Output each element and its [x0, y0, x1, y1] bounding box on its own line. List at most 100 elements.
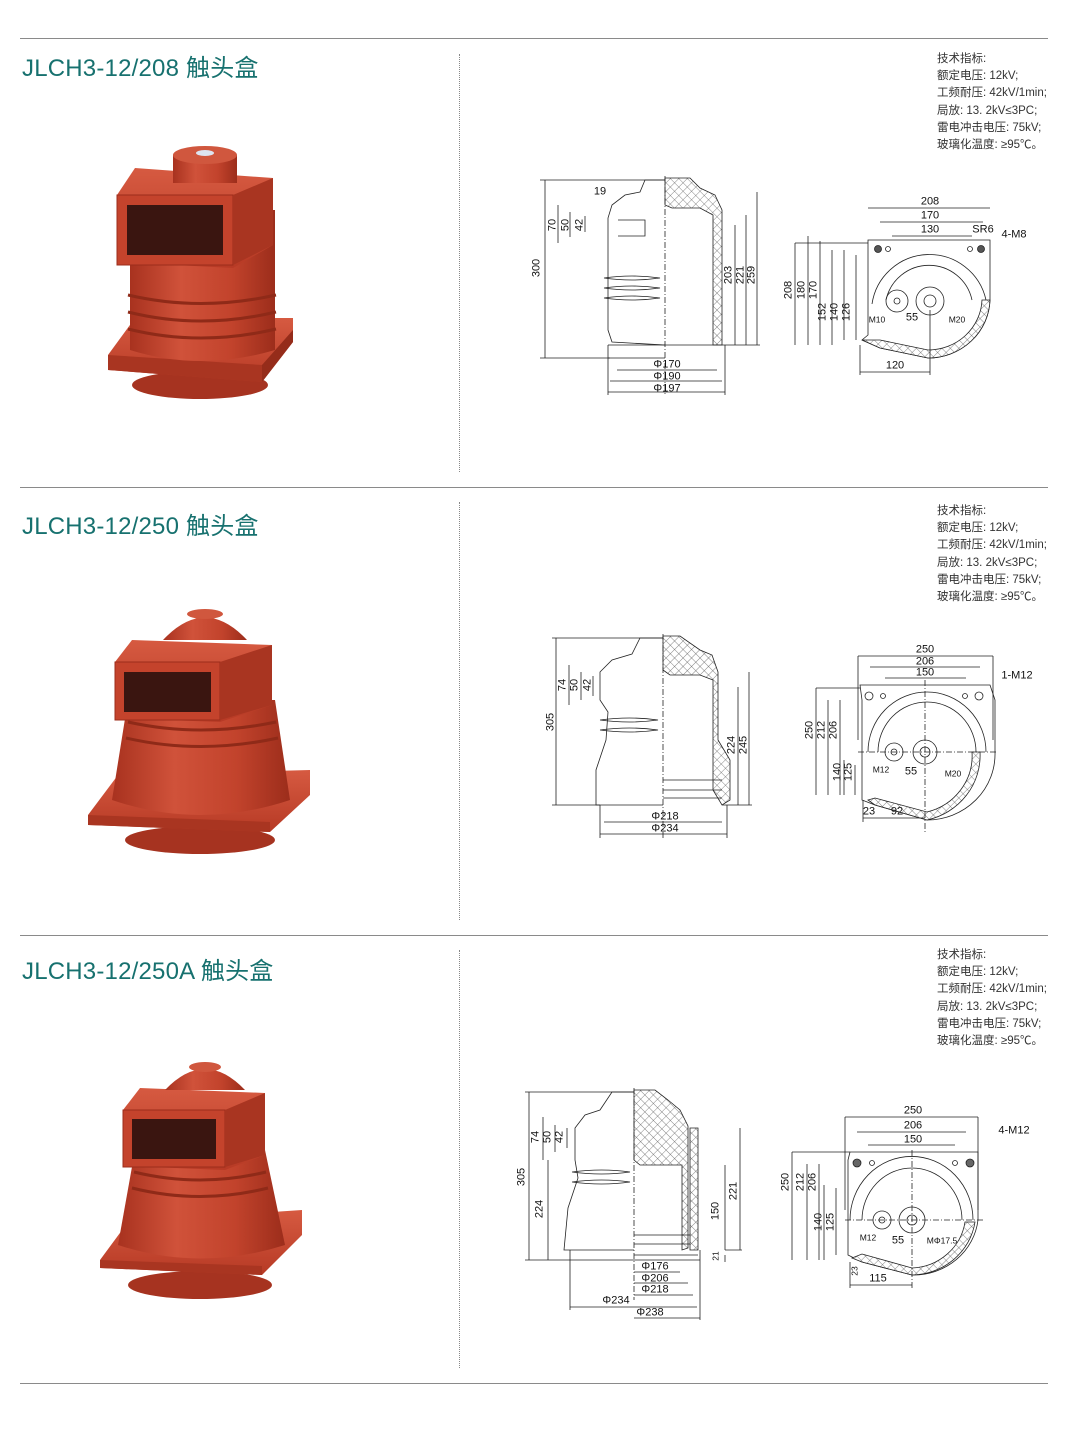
dim-label: 23 [849, 1266, 860, 1276]
spec-line: 玻璃化温度: ≥95℃。 [937, 591, 1043, 604]
dim-label: 250 [903, 1104, 923, 1117]
dim-label: MΦ17.5 [926, 1235, 958, 1246]
dim-label: 259 [745, 265, 758, 285]
dim-label: 206 [915, 655, 935, 668]
product-image-jlch3-208 [108, 146, 293, 399]
section-divider [20, 38, 1048, 39]
column-divider [459, 54, 460, 472]
dim-label: 74 [556, 678, 569, 692]
spec-line: 雷电冲击电压: 75kV; [937, 573, 1042, 586]
dim-label: 170 [807, 280, 820, 300]
dim-label: 305 [544, 712, 557, 732]
dim-label: Φ218 [641, 1283, 669, 1296]
dim-label: 206 [806, 1172, 819, 1192]
dim-label: 206 [903, 1119, 923, 1132]
dim-label: 92 [890, 805, 904, 818]
spec-line: 工频耐压: 42kV/1min; [937, 539, 1047, 552]
dim-label: 1-M12 [1001, 669, 1033, 682]
spec-line: 技术指标: [937, 505, 987, 517]
dim-label: 50 [541, 1130, 554, 1144]
dim-label: 305 [515, 1167, 528, 1187]
spec-line: 工频耐压: 42kV/1min; [937, 983, 1047, 996]
dim-label: 23 [862, 805, 876, 818]
dim-label: 4-M12 [998, 1124, 1030, 1137]
dim-label: Φ234 [651, 822, 679, 835]
product-title: JLCH3-12/208 触头盒 [22, 55, 259, 82]
dim-label: 42 [581, 678, 594, 692]
tech-specs: 技术指标: 额定电压: 12kV; 工频耐压: 42kV/1min; 局放: 1… [937, 503, 1047, 606]
dim-label: Φ218 [651, 810, 679, 823]
dim-label: 55 [891, 1234, 905, 1247]
spec-line: 局放: 13. 2kV≤3PC; [937, 1000, 1038, 1013]
dim-label: Φ197 [653, 382, 681, 395]
tech-specs: 技术指标: 额定电压: 12kV; 工频耐压: 42kV/1min; 局放: 1… [937, 947, 1047, 1050]
dim-label: Φ170 [653, 358, 681, 371]
dim-label: 125 [824, 1212, 837, 1232]
dim-label: 150 [903, 1133, 923, 1146]
spec-line: 雷电冲击电压: 75kV; [937, 1017, 1042, 1030]
dim-label: 42 [553, 1130, 566, 1144]
dim-label: 180 [795, 280, 808, 300]
spec-line: 工频耐压: 42kV/1min; [937, 87, 1047, 100]
dim-label: 150 [915, 666, 935, 679]
dim-label: 152 [816, 302, 829, 322]
dim-label: Φ190 [653, 370, 681, 383]
top-view-drawing-208 [794, 207, 991, 375]
side-view-drawing-250 [552, 634, 752, 840]
dim-label: 150 [709, 1201, 722, 1221]
dim-label: 245 [737, 735, 750, 755]
dim-label: M12 [872, 764, 890, 775]
dim-label: 21 [710, 1251, 721, 1261]
tech-specs: 技术指标: 额定电压: 12kV; 工频耐压: 42kV/1min; 局放: 1… [937, 51, 1047, 154]
dim-label: 42 [573, 218, 586, 232]
side-view-drawing-250a [525, 1088, 742, 1320]
product-image-jlch3-250 [88, 609, 310, 854]
dim-label: 55 [905, 311, 919, 324]
dim-label: 126 [840, 302, 853, 322]
dim-label: 50 [559, 218, 572, 232]
dim-label: 55 [904, 765, 918, 778]
spec-line: 雷电冲击电压: 75kV; [937, 121, 1042, 134]
dim-label: 224 [533, 1199, 546, 1219]
dim-label: 250 [803, 720, 816, 740]
spec-line: 技术指标: [937, 53, 987, 65]
dim-label: 250 [915, 643, 935, 656]
top-view-drawing-250a [791, 1116, 985, 1290]
section-divider [20, 1383, 1048, 1384]
dim-label: 140 [828, 302, 841, 322]
dim-label: 224 [725, 735, 738, 755]
dim-label: 206 [827, 720, 840, 740]
dim-label: 221 [727, 1181, 740, 1201]
dim-label: Φ176 [641, 1260, 669, 1273]
dim-label: 212 [815, 720, 828, 740]
spec-line: 玻璃化温度: ≥95℃。 [937, 1035, 1043, 1048]
section-divider [20, 487, 1048, 488]
spec-line: 玻璃化温度: ≥95℃。 [937, 139, 1043, 152]
dim-label: 208 [782, 280, 795, 300]
product-image-jlch3-250a [100, 1062, 302, 1299]
spec-line: 技术指标: [937, 949, 987, 961]
section-divider [20, 935, 1048, 936]
dim-label: M12 [859, 1232, 877, 1243]
spec-line: 局放: 13. 2kV≤3PC; [937, 104, 1038, 117]
dim-label: Φ234 [602, 1294, 630, 1307]
dim-label: 115 [869, 1272, 887, 1285]
dim-label: 250 [779, 1172, 792, 1192]
dim-label: 120 [885, 359, 905, 372]
dim-label: M20 [948, 314, 966, 325]
dim-label: 203 [722, 265, 735, 285]
dim-label: Φ238 [636, 1306, 664, 1319]
dim-label: 125 [842, 762, 855, 782]
product-title: JLCH3-12/250A 触头盒 [22, 958, 274, 985]
dim-label: 70 [546, 218, 559, 232]
dim-label: Φ206 [641, 1272, 669, 1285]
spec-line: 额定电压: 12kV; [937, 966, 1019, 979]
dim-label: 50 [568, 678, 581, 692]
dim-label: 74 [529, 1130, 542, 1144]
side-view-drawing-208 [540, 176, 760, 395]
product-title: JLCH3-12/250 触头盒 [22, 513, 259, 540]
dim-label: 19 [593, 185, 607, 198]
dim-label: SR6 [972, 223, 994, 236]
dim-label: 4-M8 [1001, 228, 1027, 241]
dim-label: 212 [794, 1172, 807, 1192]
